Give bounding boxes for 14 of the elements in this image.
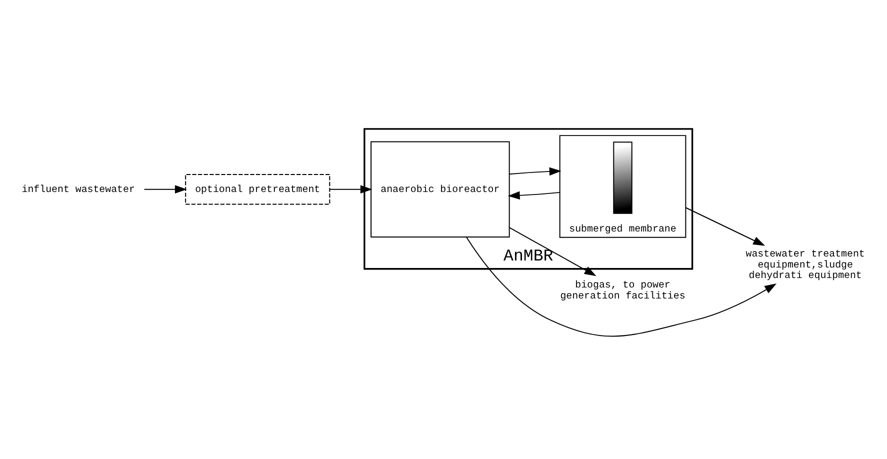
arrow (508, 167, 562, 176)
node-box: anaerobic bioreactor (370, 141, 510, 238)
arrow (466, 236, 777, 337)
arrow (144, 185, 187, 194)
arrow (508, 191, 560, 200)
node-text: influent wastewater (22, 184, 135, 195)
arrow (329, 185, 372, 194)
node-text: wastewater treatment equipment,sludge dehydrati equipment (746, 248, 865, 282)
arrow (685, 207, 766, 246)
node-box: optional pretreatment (185, 174, 330, 205)
node-text: biogas, to power generation facilities (560, 280, 686, 302)
cluster: submerged membrane (559, 135, 686, 238)
node-box (613, 142, 632, 214)
arrow (508, 227, 596, 276)
